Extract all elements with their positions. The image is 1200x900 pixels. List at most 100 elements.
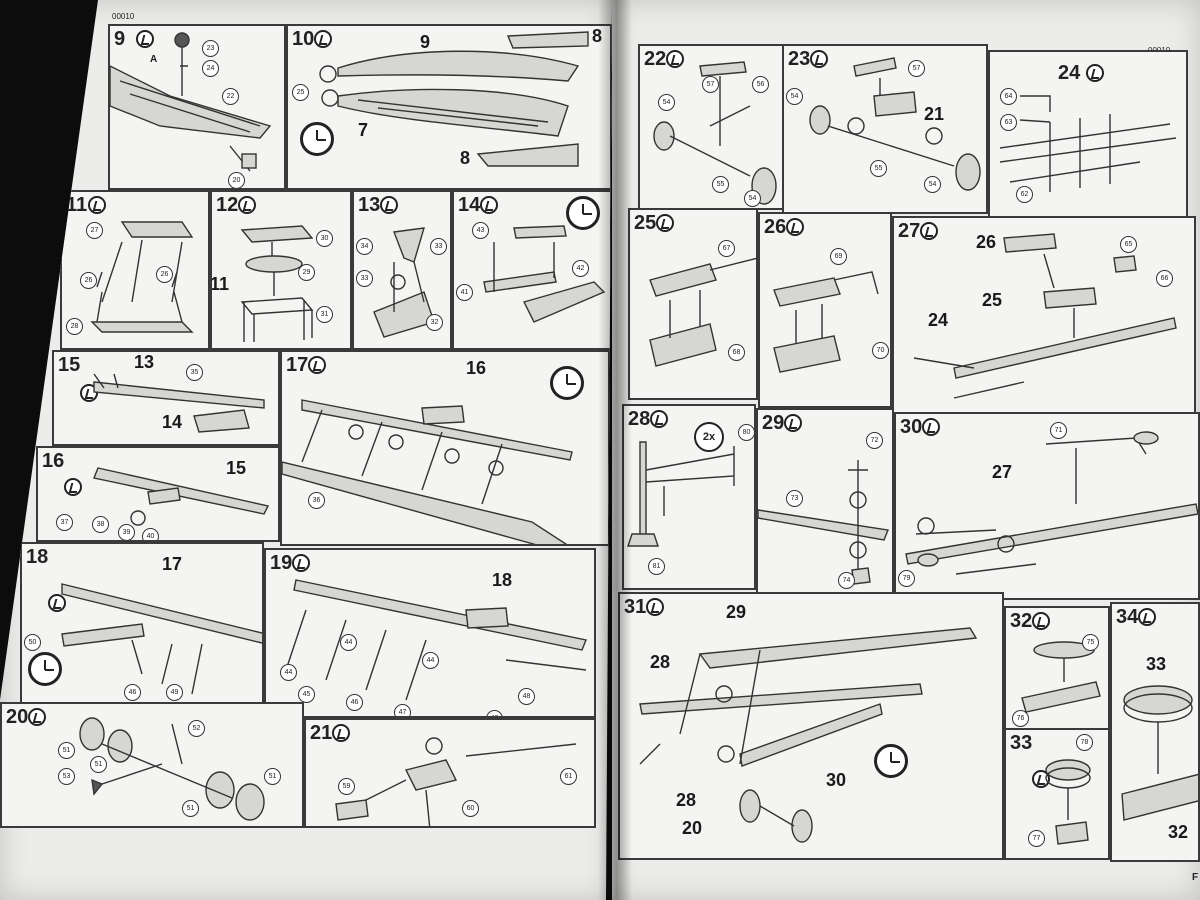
part-number: 62 [1016, 186, 1033, 203]
glue-hand-icon [784, 414, 802, 432]
step-number: 23 [788, 48, 811, 70]
step-24-panel: 24 64 63 62 [988, 50, 1188, 228]
step-31-panel: 31 29 28 28 20 30 [618, 592, 1004, 860]
part-number: 32 [426, 314, 443, 331]
step-14-panel: 14 43 41 42 [452, 190, 612, 350]
sub-assembly-label: 9 [420, 32, 431, 52]
step-number: 30 [900, 416, 923, 438]
step-number: 25 [634, 212, 657, 234]
part-number: 50 [24, 634, 41, 651]
sub-assembly-label: 11 [210, 274, 230, 294]
glue-hand-icon [656, 214, 674, 232]
step-18-panel: 18 17 50 46 49 [20, 542, 264, 712]
glue-hand-icon [810, 50, 828, 68]
quantity-badge: 2x [694, 422, 724, 452]
part-number: 55 [870, 160, 887, 177]
part-number: 54 [786, 88, 803, 105]
step-13-drawing [373, 227, 435, 338]
glue-hand-icon [48, 594, 66, 612]
glue-hand-icon [1086, 64, 1104, 82]
step-number: 14 [458, 194, 481, 216]
glue-hand-icon [920, 222, 938, 240]
glue-hand-icon [88, 196, 106, 214]
step-10-panel: 10 9 8 7 8 25 [286, 24, 612, 190]
step-number: 10 [292, 28, 315, 50]
part-number: 46 [346, 694, 363, 711]
glue-hand-icon [332, 724, 350, 742]
sub-assembly-label: 17 [162, 554, 183, 574]
step-number: 33 [1010, 732, 1033, 754]
glue-hand-icon [922, 418, 940, 436]
step-18-drawing [61, 583, 262, 695]
part-number: 51 [264, 768, 281, 785]
step-15-panel: 15 13 14 35 [52, 350, 280, 446]
glue-hand-icon [64, 478, 82, 496]
part-number: 53 [58, 768, 75, 785]
part-number: 76 [1012, 710, 1029, 727]
step-26-drawing [773, 271, 879, 373]
step-number: 19 [270, 552, 293, 574]
part-number: 68 [728, 344, 745, 361]
step-number: 24 [1058, 62, 1081, 84]
part-number: 47 [394, 704, 411, 716]
step-23-panel: 23 21 57 54 55 54 [782, 44, 988, 214]
part-number: 40 [142, 528, 159, 540]
step-22-drawing [653, 61, 777, 205]
step-number: 9 [114, 28, 126, 50]
page-mark-right: F [1192, 872, 1199, 883]
part-number: 75 [1082, 634, 1099, 651]
sub-assembly-label: 7 [358, 120, 369, 140]
step-29-drawing [758, 460, 889, 585]
part-number: 45 [298, 686, 315, 703]
glue-hand-icon [1138, 608, 1156, 626]
sub-assembly-label: 29 [726, 602, 747, 622]
left-page: 00010 E 6 9 A 23 24 22 20 10 9 [0, 0, 612, 900]
part-number: 37 [56, 514, 73, 531]
step-number: 13 [358, 194, 381, 216]
step-17-panel: 17 16 36 [280, 350, 610, 546]
step-12-panel: 12 11 30 29 31 [210, 190, 352, 350]
sub-assembly-label: 8 [460, 148, 471, 168]
glue-hand-icon [308, 356, 326, 374]
sub-assembly-label: 24 [928, 310, 949, 330]
step-34-panel: 34 33 32 [1110, 602, 1200, 862]
step-33-panel: 33 78 77 [1004, 728, 1110, 860]
part-number: 78 [1076, 734, 1093, 751]
part-number: 54 [924, 176, 941, 193]
glue-hand-icon [1032, 770, 1050, 788]
sub-assembly-label: 25 [982, 290, 1003, 310]
step-number: 21 [310, 722, 333, 744]
part-number: 28 [66, 318, 83, 335]
part-number: 26 [80, 272, 97, 289]
sheet-code-left: 00010 [112, 12, 135, 21]
part-number: 48 [518, 688, 535, 705]
step-number: 17 [286, 354, 309, 376]
part-number: 67 [718, 240, 735, 257]
part-number: 34 [356, 238, 373, 255]
step-11-panel: 11 27 26 26 28 [60, 190, 210, 350]
part-number: 54 [744, 190, 761, 207]
part-number: 31 [316, 306, 333, 323]
part-number: 23 [202, 40, 219, 57]
step-26-panel: 26 69 70 [758, 212, 892, 408]
part-number: 81 [648, 558, 665, 575]
glue-hand-icon [136, 30, 154, 48]
step-11-drawing [90, 221, 194, 333]
sub-assembly-label: 20 [682, 818, 703, 838]
sub-assembly-label: 21 [924, 104, 945, 124]
step-20-drawing [79, 717, 265, 821]
step-24-drawing [999, 95, 1177, 192]
sub-assembly-label: 32 [1168, 822, 1189, 842]
glue-hand-icon [646, 598, 664, 616]
part-number: 36 [308, 492, 325, 509]
step-28-panel: 28 2x 80 81 [622, 404, 756, 590]
part-number: 64 [1000, 88, 1017, 105]
glue-hand-icon [786, 218, 804, 236]
part-number: 51 [90, 756, 107, 773]
part-number: 57 [908, 60, 925, 77]
drying-time-clock-icon [550, 366, 584, 400]
part-number: 72 [866, 432, 883, 449]
sub-assembly-label: 14 [162, 412, 183, 432]
step-19-drawing [285, 579, 587, 701]
glue-hand-icon [666, 50, 684, 68]
